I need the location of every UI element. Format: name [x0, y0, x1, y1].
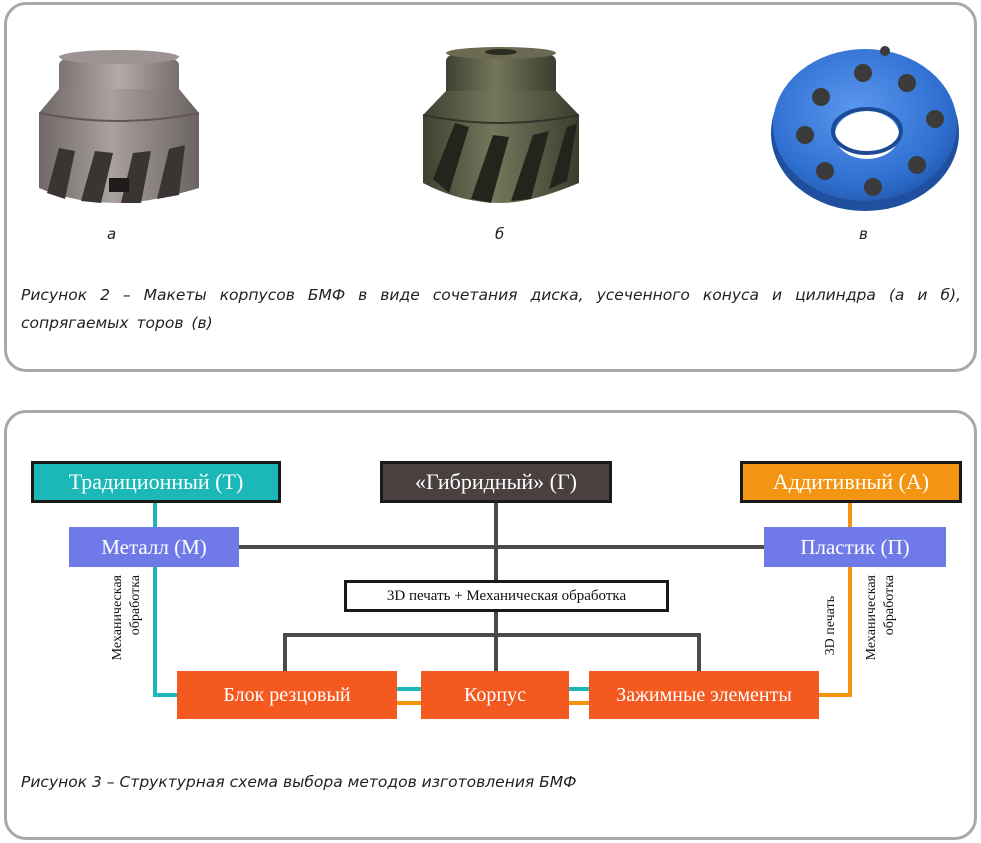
torus-body-photo-c: [771, 46, 959, 211]
photo-label-c: в: [859, 225, 868, 243]
diagram-connectors: [153, 503, 852, 705]
method-traditional-box: Традиционный (Т): [31, 461, 281, 503]
figure-2-panel: а б: [4, 2, 977, 372]
photo-label-b: б: [495, 225, 505, 243]
figure-3-caption: Рисунок 3 – Структурная схема выбора мет…: [21, 773, 577, 791]
left-machining-label-line2: обработка: [128, 575, 143, 636]
process-print-machining-box: 3D печать + Механическая обработка: [344, 580, 669, 612]
left-machining-label-line1: Механическая: [110, 575, 125, 661]
material-plastic-box: Пластик (П): [764, 527, 946, 567]
part-cutter-block-box: Блок резцовый: [177, 671, 397, 719]
right-machining-label-line1: Механическая: [864, 575, 879, 661]
figure-2-caption: Рисунок 2 – Макеты корпусов БМФ в виде с…: [21, 286, 961, 332]
part-body-box: Корпус: [421, 671, 569, 719]
part-clamping-elements-box: Зажимные элементы: [589, 671, 819, 719]
cutter-body-photo-a: [38, 50, 200, 203]
material-metal-box: Металл (М): [69, 527, 239, 567]
figure-3-panel: Традиционный (Т) «Гибридный» (Г) Аддитив…: [4, 410, 977, 840]
cutter-body-photo-b: [422, 47, 580, 203]
right-machining-label-line2: обработка: [882, 575, 897, 636]
right-3d-print-label: 3D печать: [823, 596, 838, 656]
method-additive-box: Аддитивный (А): [740, 461, 962, 503]
method-hybrid-box: «Гибридный» (Г): [380, 461, 612, 503]
photo-label-a: а: [107, 225, 117, 243]
